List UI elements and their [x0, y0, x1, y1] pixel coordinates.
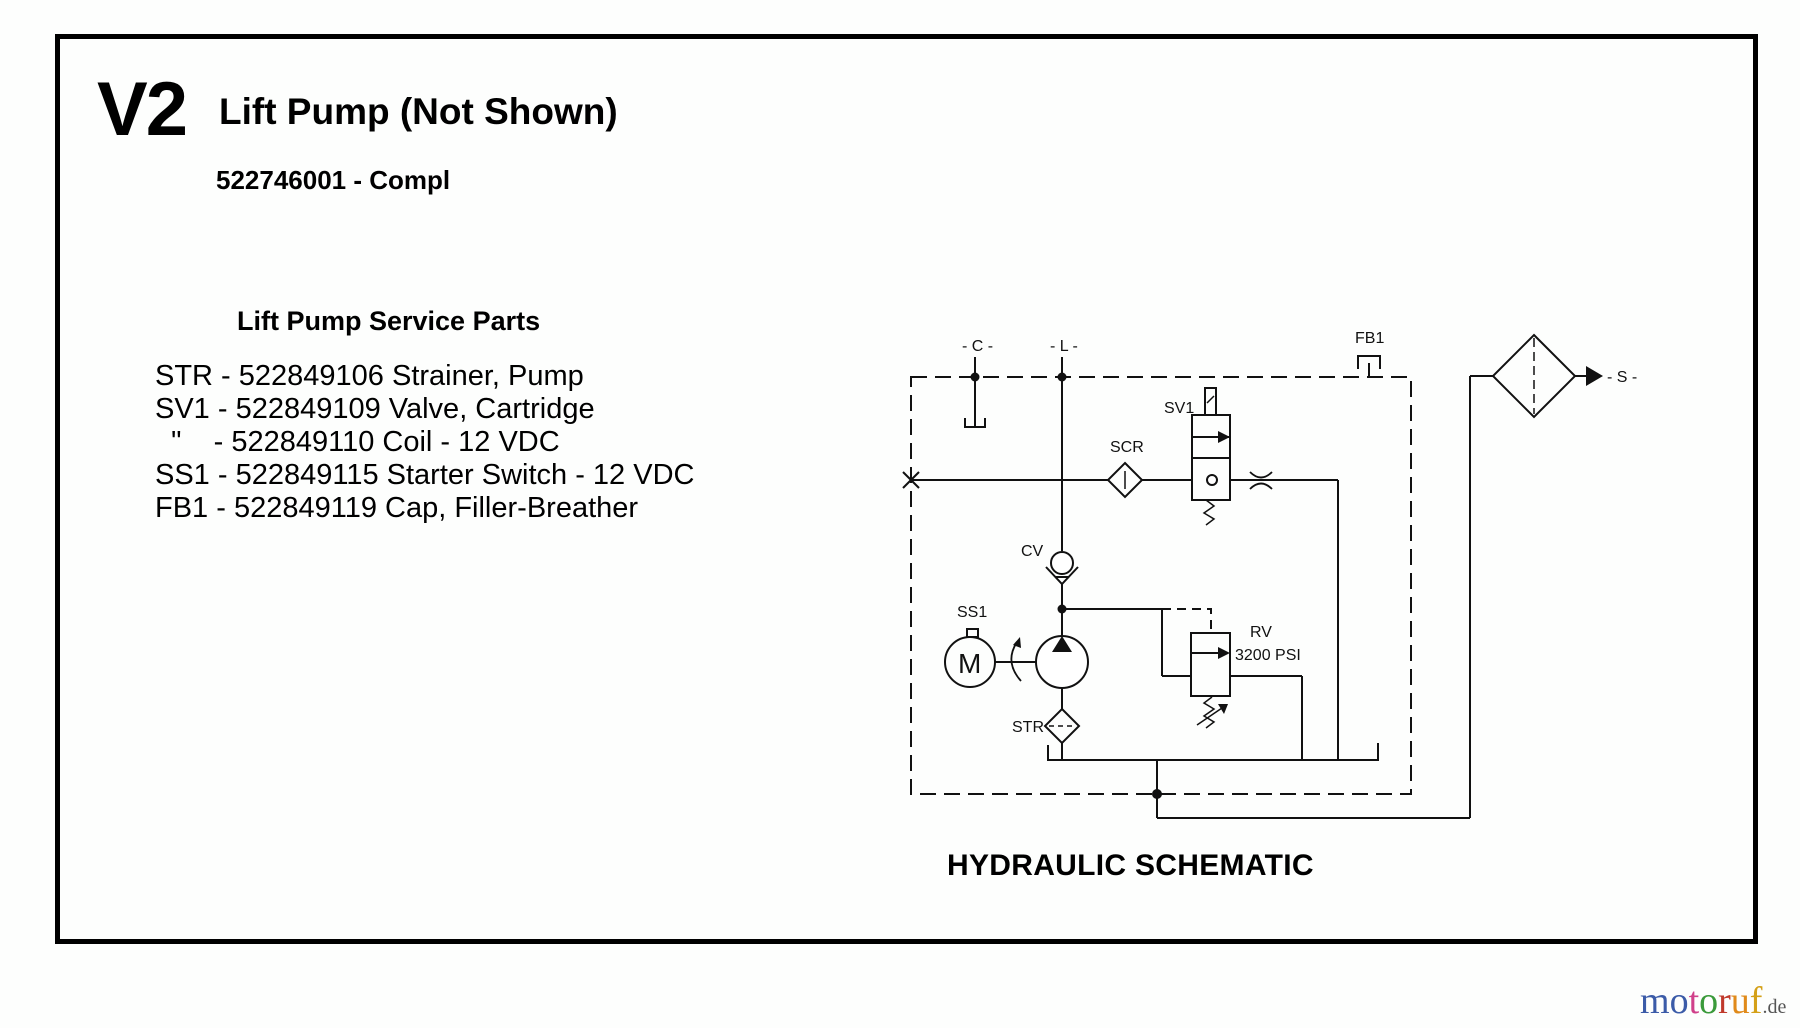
service-part-item: STR - 522849106 Strainer, Pump [155, 360, 584, 392]
service-parts-heading: Lift Pump Service Parts [237, 306, 541, 336]
strainer-icon [1043, 707, 1081, 745]
diagram-frame [55, 34, 1758, 944]
service-part-item: FB1 - 522849119 Cap, Filler-Breather [155, 492, 639, 524]
service-part-item: SV1 - 522849109 Valve, Cartridge [155, 393, 595, 425]
logo-letter: t [1688, 980, 1700, 1022]
rotation-arrow-icon [1010, 637, 1022, 682]
service-part-item: SS1 - 522849115 Starter Switch - 12 VDC [155, 459, 695, 491]
screen-filter-icon [1106, 461, 1144, 499]
service-parts-list: STR - 522849106 Strainer, Pump SV1 - 522… [155, 360, 694, 525]
rv-pressure-label: 3200 PSI [1235, 647, 1301, 664]
port-arrow-icon [1586, 366, 1603, 386]
junction-dot [1152, 789, 1162, 799]
pump-icon [1035, 635, 1089, 689]
port-s-label: - S - [1607, 369, 1637, 386]
plug-icon [902, 471, 920, 489]
solenoid-valve-icon [1191, 387, 1231, 526]
scr-label: SCR [1110, 439, 1144, 456]
cv-label: CV [1021, 543, 1044, 560]
motor-symbol-label: M [958, 648, 981, 679]
rv-label: RV [1250, 624, 1272, 641]
logo-letter: o [1669, 980, 1689, 1022]
logo-suffix: .de [1762, 996, 1787, 1018]
logo-letter: f [1749, 980, 1763, 1022]
logo-letter: r [1718, 980, 1731, 1022]
service-part-item: " - 522849110 Coil - 12 VDC [155, 426, 560, 458]
junction-dot [1057, 372, 1067, 382]
assembly-part-number: 522746001 - Compl [216, 165, 451, 195]
suction-filter-icon [1491, 333, 1577, 419]
logo-letter: u [1730, 980, 1750, 1022]
motor-icon: M [944, 628, 996, 688]
port-l-label: - L - [1050, 338, 1078, 355]
watermark-logo: motoruf.de [1640, 982, 1786, 1020]
filler-breather-icon [1357, 355, 1381, 377]
schematic-title: HYDRAULIC SCHEMATIC [947, 849, 1314, 882]
logo-letter: m [1640, 980, 1670, 1022]
junction-dot [970, 372, 980, 382]
port-c-label: - C - [962, 338, 993, 355]
page-title: Lift Pump (Not Shown) [219, 91, 618, 132]
logo-letter: o [1699, 980, 1719, 1022]
str-label: STR [1012, 719, 1044, 736]
restrictor-orifice-icon [1249, 471, 1273, 490]
tank-symbol-icon [964, 418, 986, 428]
reservoir-boundary [910, 376, 1412, 795]
relief-valve-icon [1190, 632, 1231, 729]
check-valve-icon [1045, 551, 1079, 586]
ss1-label: SS1 [957, 604, 987, 621]
fb1-label: FB1 [1355, 330, 1384, 347]
sv1-label: SV1 [1164, 400, 1194, 417]
tank-return-line [1047, 743, 1379, 761]
section-code: V2 [97, 67, 188, 152]
